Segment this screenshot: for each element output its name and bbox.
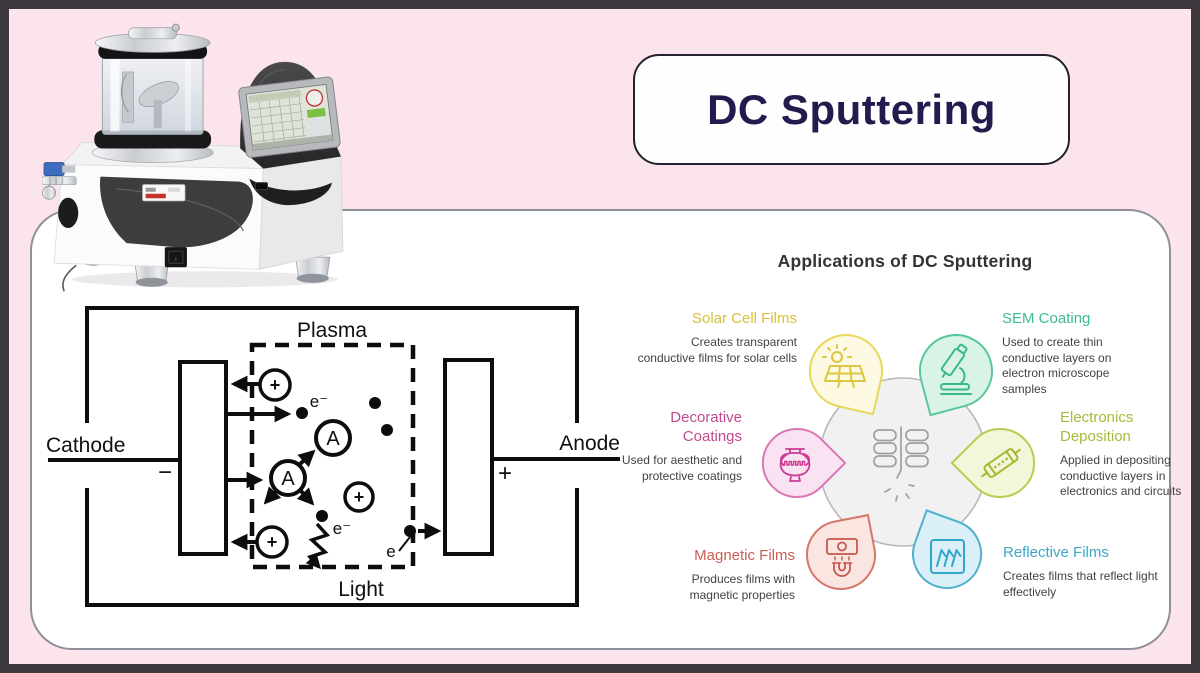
svg-text:+: + (270, 375, 281, 395)
electron-label: e (386, 542, 395, 561)
application-label: Solar Cell Films (691, 310, 797, 327)
anode-label: Anode (559, 432, 620, 455)
petal-electronics (950, 428, 1035, 498)
light-label: Light (338, 578, 384, 601)
electron-pointer-line (398, 536, 411, 552)
application-description: Used for aesthetic and protective coatin… (621, 453, 742, 483)
application-label: Magnetic Films (694, 547, 795, 564)
electron-dot (296, 407, 308, 419)
electron-dot (316, 510, 328, 522)
cathode-label: Cathode (46, 434, 125, 457)
reflective-arrows-icon (930, 539, 965, 574)
svg-text:A: A (281, 468, 295, 490)
argon-ion: + (255, 525, 289, 559)
title-box: DC Sputtering (633, 54, 1070, 165)
sputter-coater-machine-image (42, 23, 344, 292)
circuit-wires (48, 306, 620, 607)
application-label: SEM Coating (1002, 310, 1091, 327)
petal-magnetic (806, 513, 876, 590)
petal-cluster (762, 334, 1035, 590)
application-item-sem: SEM Coating Used to create thin conducti… (1002, 309, 1137, 397)
application-label: Decorative Coatings (670, 409, 742, 445)
machine-console (238, 61, 341, 206)
application-item-electronics: Electronics Deposition Applied in deposi… (1060, 408, 1197, 500)
amphora-vase-icon (779, 448, 811, 482)
infographic-heading: Applications of DC Sputtering (777, 251, 1033, 271)
application-item-reflective: Reflective Films Creates films that refl… (1003, 543, 1161, 600)
plasma-label: Plasma (297, 319, 367, 342)
application-item-solar: Solar Cell Films Creates transparent con… (637, 309, 797, 366)
brand-label (142, 184, 186, 202)
svg-text:+: + (354, 487, 365, 507)
power-cable (62, 264, 77, 292)
svg-text:+: + (267, 532, 278, 552)
sputter-target-icon (873, 426, 929, 502)
cathode-electrode (178, 360, 228, 556)
vacuum-chamber (91, 23, 214, 163)
application-label: Electronics Deposition (1060, 409, 1134, 445)
banknote-magnet-icon (826, 538, 858, 577)
application-description: Creates transparent conductive films for… (637, 335, 797, 365)
microscope-icon (940, 343, 972, 395)
console-tray (249, 178, 332, 206)
sputtered-atom: A (314, 419, 352, 457)
machine-front-panel (58, 176, 253, 248)
application-description: Applied in depositing conductive layers … (1060, 453, 1182, 498)
argon-ion: + (343, 481, 375, 513)
electronic-component-icon (981, 448, 1021, 478)
power-inlet (164, 247, 187, 268)
petal-sem (918, 334, 993, 417)
light-emission-zigzag (305, 522, 331, 570)
application-item-decorative: Decorative Coatings Used for aesthetic a… (607, 408, 742, 484)
svg-text:A: A (326, 428, 340, 450)
solar-panel-sun-icon (822, 344, 866, 388)
sputtered-atom: A (269, 459, 307, 497)
anode-plus-sign: + (498, 460, 512, 487)
page-title: DC Sputtering (707, 85, 996, 133)
side-valve[interactable] (42, 162, 77, 200)
application-description: Creates films that reflect light effecti… (1003, 569, 1158, 599)
application-label: Reflective Films (1003, 544, 1109, 561)
anode-electrode (443, 358, 494, 556)
cathode-minus-sign: − (158, 459, 172, 486)
usb-port[interactable] (254, 182, 268, 191)
petal-solar (809, 334, 883, 416)
plasma-particles: + + + A A (228, 368, 442, 570)
dc-sputtering-circuit-diagram: + + + A A Plasma Cathode Anode (46, 306, 620, 607)
application-description: Produces films with magnetic properties (689, 572, 795, 602)
touchscreen[interactable] (238, 76, 341, 158)
electron-label: e⁻ (333, 519, 351, 538)
application-item-magnetic: Magnetic Films Produces films with magne… (645, 546, 795, 603)
petal-reflective (912, 509, 983, 589)
electron-dot (381, 424, 393, 436)
plasma-region-box (249, 342, 416, 570)
electron-dot (369, 397, 381, 409)
diagram-labels: Plasma Cathode Anode Light − + e⁻ e⁻ e (46, 319, 620, 601)
argon-ion: + (258, 368, 292, 402)
front-knob[interactable] (58, 197, 79, 228)
electron-dot (404, 525, 416, 537)
electron-label: e⁻ (310, 392, 328, 411)
application-description: Used to create thin conductive layers on… (1002, 335, 1112, 396)
